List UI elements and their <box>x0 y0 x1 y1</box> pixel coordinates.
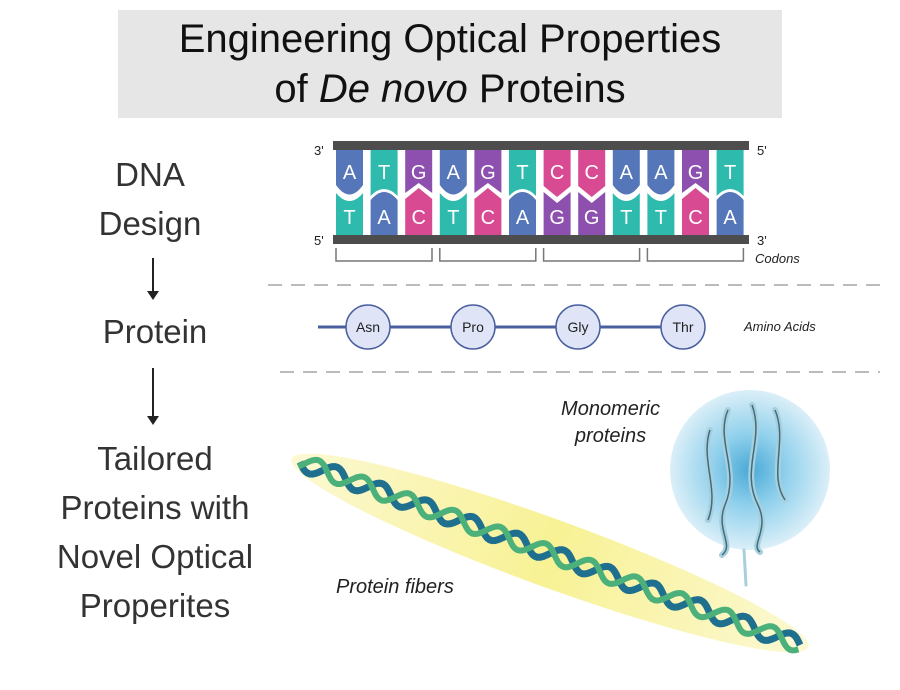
base-T <box>716 150 744 196</box>
strand-end-label: 5' <box>757 143 767 158</box>
amino-acid-node <box>555 304 601 350</box>
base-letter: A <box>620 162 634 184</box>
stage-label: Design <box>98 205 202 242</box>
base-G <box>578 192 606 235</box>
amino-acids-label: Amino Acids <box>744 319 816 334</box>
base-G <box>682 150 709 193</box>
bottom-backbone <box>333 235 749 244</box>
base-letter: G <box>480 162 496 184</box>
stage-label: Properites <box>79 587 231 624</box>
protein-fibers-label: Protein fibers <box>336 576 454 598</box>
codon-bracket <box>335 248 433 262</box>
base-letter: T <box>620 207 632 229</box>
base-C <box>578 150 606 197</box>
base-letter: A <box>377 207 391 229</box>
base-letter: C <box>481 207 495 229</box>
amino-acid-label: Thr <box>673 319 694 335</box>
base-G <box>474 150 502 193</box>
base-A <box>336 150 363 195</box>
amino-acid-label: Asn <box>356 319 380 335</box>
base-letter: C <box>550 162 564 184</box>
monomeric-protein-illustration <box>670 390 830 587</box>
strand-end-label: 3' <box>757 233 767 248</box>
base-letter: C <box>688 207 702 229</box>
label-line: Monomeric <box>561 398 660 420</box>
base-letter: G <box>584 207 600 229</box>
base-G <box>543 192 571 235</box>
stage-tailored-proteins: Tailored Proteins with Novel Optical Pro… <box>20 434 290 630</box>
stage-dna-design: DNA Design <box>60 150 240 248</box>
top-backbone <box>333 141 749 150</box>
base-letter: A <box>447 162 461 184</box>
base-letter: T <box>378 162 390 184</box>
base-A <box>509 192 536 235</box>
label-line: proteins <box>574 425 647 447</box>
stage-label: Tailored <box>97 440 213 477</box>
base-C <box>474 188 502 235</box>
title-box: Engineering Optical Properties of De nov… <box>118 10 782 118</box>
base-C <box>682 188 709 235</box>
base-letter: C <box>411 207 425 229</box>
protein-fiber-illustration <box>291 453 809 654</box>
base-A <box>647 150 675 195</box>
base-letter: T <box>447 207 459 229</box>
amino-acid-list: Asn Pro Gly Thr <box>345 304 706 350</box>
amino-acid-node <box>345 304 391 350</box>
stage-protein: Protein <box>60 307 250 356</box>
stage-label: Novel Optical <box>56 538 254 575</box>
base-T <box>612 193 640 235</box>
base-A <box>439 150 467 195</box>
base-T <box>509 150 536 196</box>
amino-acid-label: Gly <box>568 319 589 335</box>
arrow-down-icon <box>147 258 159 300</box>
codon-bracket <box>439 248 537 262</box>
base-letter: G <box>411 162 427 184</box>
base-A <box>716 192 744 235</box>
arrow-down-icon <box>147 368 159 425</box>
base-G <box>405 150 433 193</box>
base-letter: A <box>343 162 357 184</box>
base-letter: T <box>343 207 355 229</box>
codons-label: Codons <box>755 251 800 266</box>
amino-acid-label: Pro <box>462 319 484 335</box>
amino-acid-node <box>450 304 496 350</box>
strand-end-label: 5' <box>314 233 324 248</box>
codon-bracket <box>542 248 641 262</box>
base-T <box>647 193 675 235</box>
base-letter: A <box>654 162 668 184</box>
amino-acid-node <box>660 304 706 350</box>
base-T <box>336 193 363 235</box>
title-italic: De novo <box>318 67 468 111</box>
base-letter: T <box>724 162 736 184</box>
stage-label: DNA <box>115 156 185 193</box>
base-letter: A <box>723 207 737 229</box>
base-C <box>543 150 571 197</box>
base-letter: T <box>655 207 667 229</box>
base-letter: G <box>688 162 704 184</box>
base-A <box>370 192 398 235</box>
base-A <box>612 150 640 195</box>
base-letter: C <box>584 162 598 184</box>
title-text: of <box>274 67 319 111</box>
base-C <box>405 188 433 235</box>
base-T <box>439 193 467 235</box>
monomeric-proteins-label: Monomeric proteins <box>548 396 673 450</box>
codon-bracket <box>646 248 745 262</box>
stage-label: Proteins with <box>60 489 250 526</box>
base-T <box>370 150 398 196</box>
stage-label: Protein <box>102 313 208 350</box>
title-text: Proteins <box>467 67 626 111</box>
base-letter: G <box>549 207 565 229</box>
base-letter: T <box>516 162 528 184</box>
title-line-2: of De novo Proteins <box>118 64 782 114</box>
title-line-1: Engineering Optical Properties <box>178 17 722 61</box>
base-letter: A <box>516 207 530 229</box>
strand-end-label: 3' <box>314 143 324 158</box>
